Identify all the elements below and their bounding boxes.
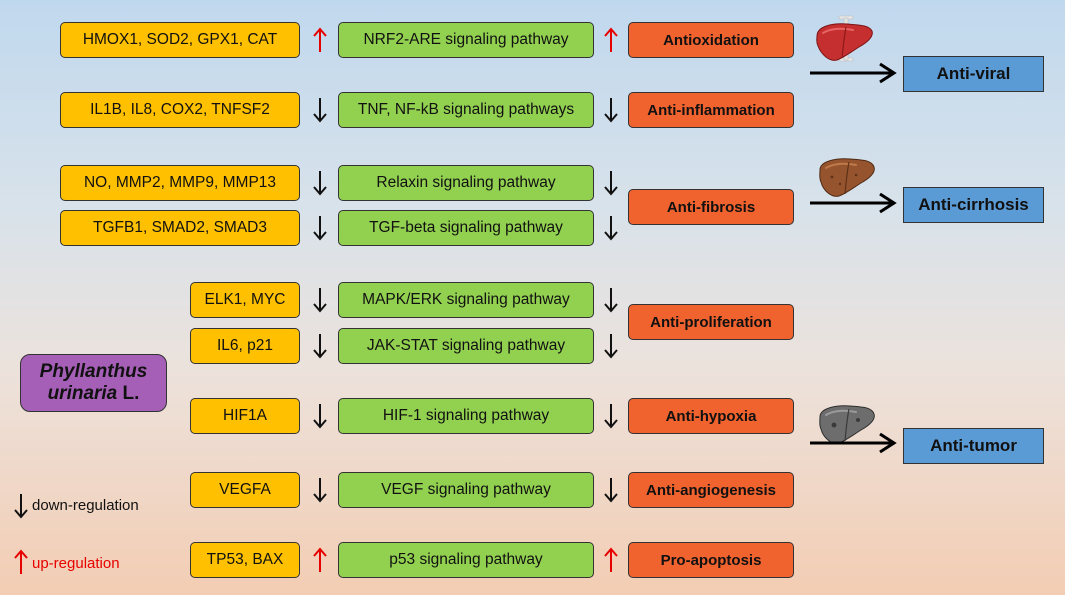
gene-box-7: HIF1A [190,398,300,434]
cirrhotic-liver-icon [819,158,875,197]
gene-box-2: IL1B, IL8, COX2, TNFSF2 [60,92,300,128]
gene-box-1: HMOX1, SOD2, GPX1, CAT [60,22,300,58]
legend-down-arrow-icon [14,494,28,519]
pathway-box-6: JAK-STAT signaling pathway [338,328,594,364]
herb-name-genus: Phyllanthus [39,361,148,382]
up-arrow-icon [604,27,618,52]
down-arrow-icon [604,334,618,359]
down-arrow-icon [313,98,327,123]
herb-name-species: urinaria L. [47,383,140,404]
arrow-to-anti-viral [810,62,897,84]
healthy-liver-icon [816,15,873,62]
effect-anti-angiogenesis: Anti-angiogenesis [628,472,794,508]
outcome-anti-viral: Anti-viral [903,56,1044,92]
outcome-anti-tumor: Anti-tumor [903,428,1044,464]
down-arrow-icon [313,334,327,359]
tumor-liver-icon [819,405,875,444]
down-arrow-icon [604,404,618,429]
gene-box-3: NO, MMP2, MMP9, MMP13 [60,165,300,201]
down-arrow-icon [604,98,618,123]
pathway-box-8: VEGF signaling pathway [338,472,594,508]
down-arrow-icon [313,216,327,241]
herb-box: Phyllanthus urinaria L. [20,354,167,412]
down-arrow-icon [313,404,327,429]
legend-up-arrow-icon [14,549,28,574]
pathway-box-3: Relaxin signaling pathway [338,165,594,201]
pathway-box-9: p53 signaling pathway [338,542,594,578]
effect-pro-apoptosis: Pro-apoptosis [628,542,794,578]
effect-anti-proliferation: Anti-proliferation [628,304,794,340]
down-arrow-icon [313,288,327,313]
arrow-to-anti-tumor [810,432,897,454]
gene-box-9: TP53, BAX [190,542,300,578]
down-arrow-icon [604,171,618,196]
up-arrow-icon [313,547,327,572]
gene-box-6: IL6, p21 [190,328,300,364]
pathway-box-4: TGF-beta signaling pathway [338,210,594,246]
legend-up-label: up-regulation [32,555,120,572]
legend-down-label: down-regulation [32,497,139,514]
effect-anti-hypoxia: Anti-hypoxia [628,398,794,434]
gene-box-4: TGFB1, SMAD2, SMAD3 [60,210,300,246]
pathway-box-5: MAPK/ERK signaling pathway [338,282,594,318]
arrow-to-anti-cirrhosis [810,192,897,214]
down-arrow-icon [313,478,327,503]
effect-antioxidation: Antioxidation [628,22,794,58]
pathway-box-7: HIF-1 signaling pathway [338,398,594,434]
pathway-box-2: TNF, NF-kB signaling pathways [338,92,594,128]
pathway-box-1: NRF2-ARE signaling pathway [338,22,594,58]
outcome-anti-cirrhosis: Anti-cirrhosis [903,187,1044,223]
gene-box-5: ELK1, MYC [190,282,300,318]
effect-anti-inflammation: Anti-inflammation [628,92,794,128]
up-arrow-icon [313,27,327,52]
down-arrow-icon [313,171,327,196]
down-arrow-icon [604,216,618,241]
down-arrow-icon [604,288,618,313]
up-arrow-icon [604,547,618,572]
down-arrow-icon [604,478,618,503]
gene-box-8: VEGFA [190,472,300,508]
effect-anti-fibrosis: Anti-fibrosis [628,189,794,225]
